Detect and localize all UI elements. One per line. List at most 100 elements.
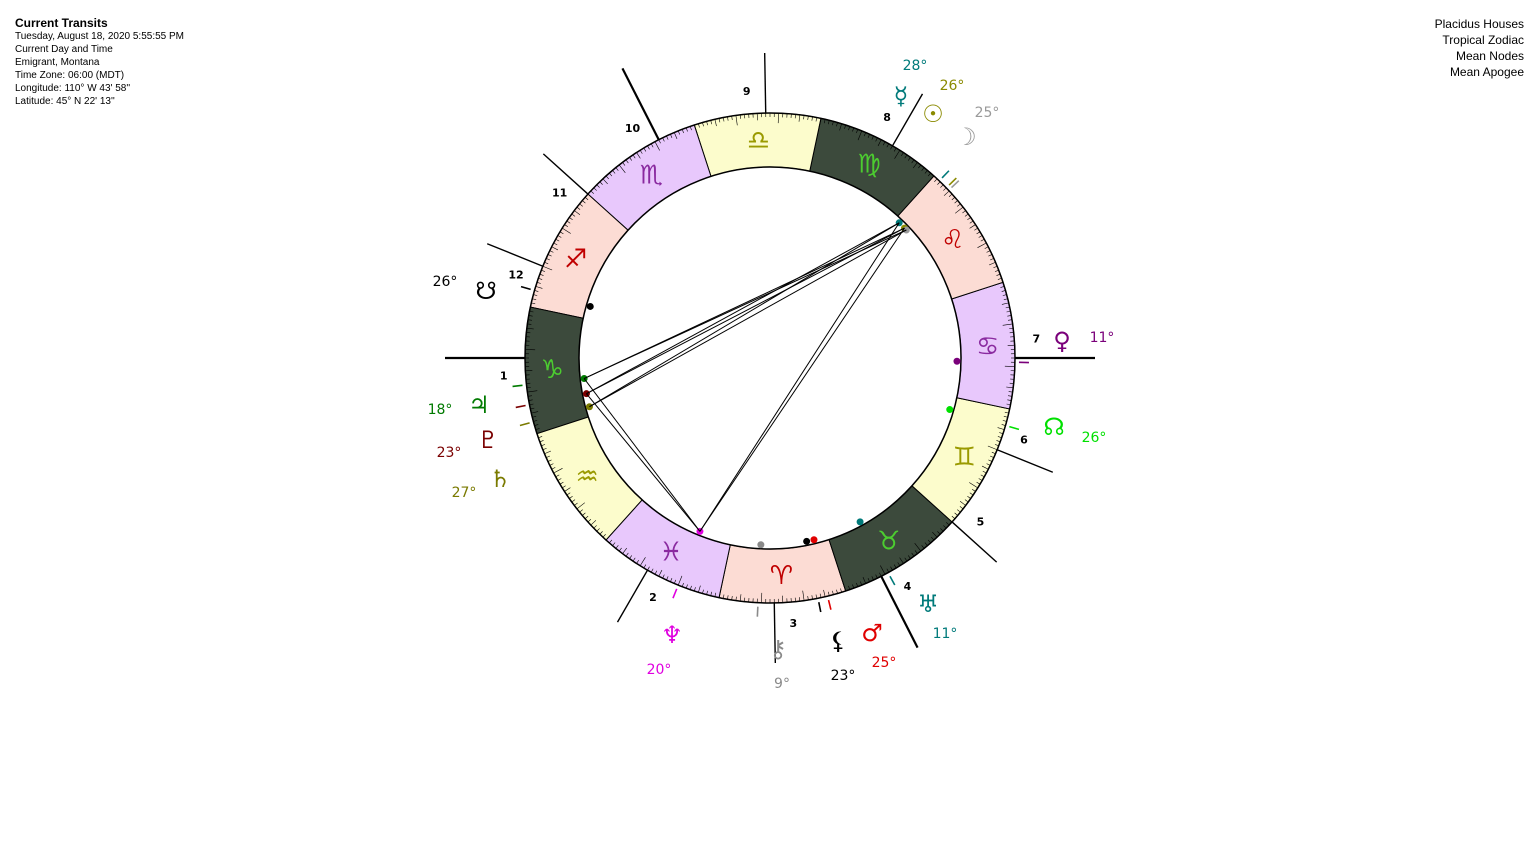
venus-glyph-icon: ♀ [1053, 327, 1071, 355]
chart-timezone: Time Zone: 06:00 (MDT) [15, 70, 125, 81]
house-number-11: 11 [552, 187, 567, 200]
sun-glyph-icon: ☉ [922, 100, 944, 128]
house-number-4: 4 [904, 580, 912, 593]
mean-apogee-position-tick [818, 602, 822, 613]
house-cusp-line-8 [891, 93, 924, 147]
sign-glyph-scorpio: ♏ [640, 161, 663, 191]
degree-tick [694, 124, 698, 135]
degree-tick [739, 594, 742, 602]
degree-tick [857, 130, 863, 141]
uranus-position-tick [889, 575, 896, 586]
neptune-position-tick [672, 588, 678, 599]
degree-tick [912, 162, 918, 169]
house-cusp-line-5 [951, 521, 998, 563]
aspect-line-mercury-neptune [699, 222, 900, 532]
degree-tick [562, 227, 571, 234]
degree-tick [576, 502, 586, 510]
north-node-degree-label: 26° [1082, 430, 1107, 446]
house-cusp-line-12 [486, 243, 544, 267]
house-number-12: 12 [508, 268, 523, 281]
degree-tick [997, 427, 1005, 430]
house-cusp-line-11 [542, 153, 589, 195]
house-number-8: 8 [883, 111, 891, 124]
house-cusp-line-10 [621, 67, 660, 141]
degree-tick [932, 531, 938, 538]
south-node-glyph-icon: ☋ [475, 277, 496, 305]
degree-tick [527, 390, 538, 393]
degree-tick [531, 411, 539, 414]
venus-degree-label: 11° [1090, 330, 1115, 346]
degree-tick [551, 246, 559, 251]
sign-glyph-pisces: ♓ [659, 538, 682, 568]
jupiter-position-tick [512, 384, 523, 388]
sign-glyph-gemini: ♊ [953, 442, 976, 472]
degree-tick [526, 327, 534, 330]
uranus-position-dot [856, 518, 864, 526]
degree-tick [564, 487, 571, 492]
pluto-glyph-icon: ♇ [477, 426, 499, 454]
degree-tick [894, 150, 901, 159]
aspect-line-moon-saturn [589, 229, 907, 408]
sign-glyph-taurus: ♉ [877, 526, 900, 556]
degree-tick [969, 224, 976, 229]
degree-tick [954, 206, 964, 214]
north-node-glyph-icon: ☊ [1043, 413, 1064, 441]
chart-latitude: Latitude: 45° N 22' 13'' [15, 96, 115, 107]
jupiter-glyph-icon: ♃ [468, 391, 490, 419]
degree-tick [673, 132, 678, 140]
house-cusp-line-6 [996, 449, 1054, 473]
degree-tick [944, 515, 953, 523]
degree-tick [530, 306, 541, 310]
sun-position-tick [948, 177, 957, 186]
degree-tick [718, 587, 722, 598]
chart-location: Emigrant, Montana [15, 57, 100, 68]
degree-tick [602, 178, 608, 185]
degree-tick [818, 118, 822, 129]
mean-apogee-glyph-icon: ⚸ [829, 627, 847, 655]
house-number-1: 1 [500, 370, 508, 383]
degree-tick [981, 465, 989, 470]
house-cusp-line-9 [763, 53, 767, 114]
degree-tick [862, 576, 867, 584]
mean-apogee-position-dot [803, 537, 811, 545]
sign-glyph-sagittarius: ♐ [564, 245, 587, 275]
apogee-type-label: Mean Apogee [1449, 65, 1524, 79]
degree-tick [999, 406, 1010, 410]
degree-tick [798, 114, 801, 122]
degree-tick [899, 557, 904, 564]
chart-settings-block: Placidus Houses Tropical Zodiac Mean Nod… [1435, 16, 1524, 80]
degree-tick [1002, 323, 1013, 326]
degree-tick [877, 139, 882, 147]
mars-degree-label: 25° [872, 655, 897, 671]
degree-tick [536, 430, 547, 434]
degree-tick [622, 547, 628, 554]
degree-tick [735, 115, 738, 126]
degree-tick [959, 500, 966, 506]
zodiac-type-label: Tropical Zodiac [1442, 33, 1524, 47]
aspect-line-sun-neptune [699, 227, 905, 532]
sun-degree-label: 26° [940, 78, 965, 94]
uranus-degree-label: 11° [933, 626, 958, 642]
mars-position-tick [827, 599, 832, 610]
neptune-glyph-icon: ♆ [661, 621, 683, 649]
degree-tick [943, 190, 950, 196]
degree-tick [1006, 386, 1014, 389]
degree-tick [987, 445, 998, 451]
degree-tick [993, 282, 1004, 286]
house-number-6: 6 [1020, 434, 1028, 447]
chart-subtitle: Current Day and Time [15, 44, 113, 55]
jupiter-degree-label: 18° [428, 402, 453, 418]
house-number-5: 5 [977, 515, 985, 528]
pluto-position-tick [515, 404, 526, 409]
sign-glyph-virgo: ♍ [857, 149, 880, 179]
mean-apogee-degree-label: 23° [831, 668, 856, 684]
pluto-degree-label: 23° [437, 445, 462, 461]
saturn-position-tick [519, 422, 530, 427]
degree-tick [802, 590, 805, 601]
sign-glyph-capricorn: ♑ [541, 355, 564, 385]
house-system-label: Placidus Houses [1434, 17, 1524, 31]
saturn-degree-label: 27° [452, 485, 477, 501]
chiron-degree-label: 9° [774, 676, 790, 692]
sign-glyph-aquarius: ♒ [576, 462, 599, 492]
neptune-degree-label: 20° [647, 662, 672, 678]
